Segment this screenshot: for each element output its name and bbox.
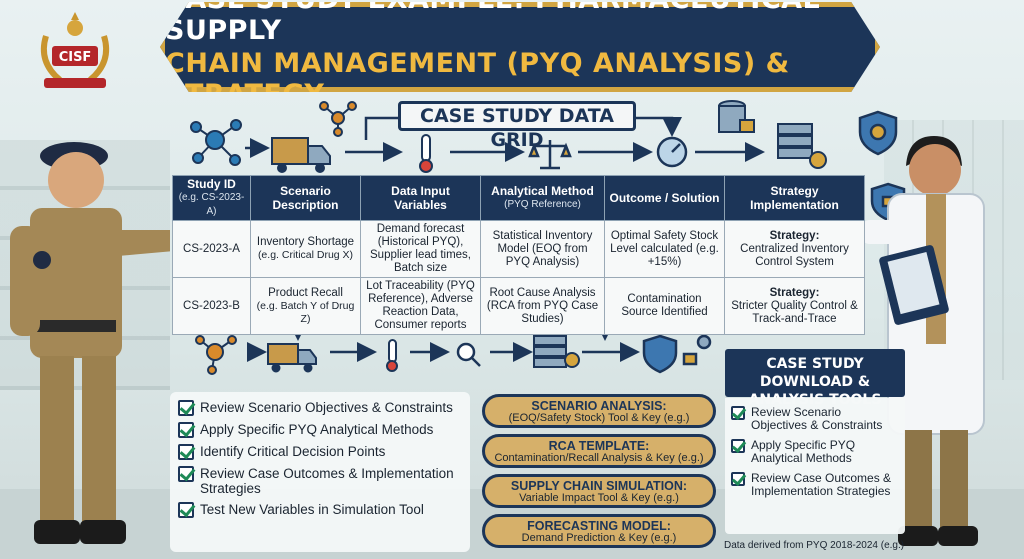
shield-lock-bottom-icon <box>642 334 712 374</box>
scale-balance-icon <box>528 140 572 170</box>
cell-study-id: CS-2023-B <box>172 277 251 335</box>
checkbox-checked-icon[interactable] <box>731 439 745 453</box>
page-title-line2: CHAIN MANAGEMENT (PYQ ANALYSIS) & STRATE… <box>165 48 790 110</box>
col-header-scenario: Scenario Description <box>250 175 361 221</box>
thermometer-bottom-icon <box>386 339 398 372</box>
cell-outcome: Optimal Safety Stock Level calculated (e… <box>604 220 725 278</box>
cell-study-id: CS-2023-A <box>172 220 251 278</box>
network-icon <box>190 119 242 166</box>
server-gear-icon <box>533 335 580 368</box>
download-tools-title: CASE STUDY DOWNLOAD & ANALYSIS TOOLS <box>725 349 905 408</box>
download-item[interactable]: Apply Specific PYQ Analytical Methods <box>731 439 899 465</box>
cell-method: Root Cause Analysis (RCA from PYQ Case S… <box>480 277 605 335</box>
checkbox-checked-icon[interactable] <box>731 472 745 486</box>
col-header-study-id: Study ID(e.g. CS-2023-A) <box>172 175 251 221</box>
magnifier-icon <box>456 342 481 367</box>
cell-strategy: Strategy:Centralized Inventory Control S… <box>724 220 865 278</box>
truck-bottom-icon <box>267 343 317 373</box>
checkbox-checked-icon[interactable] <box>178 466 194 482</box>
cell-scenario: Product Recall(e.g. Batch Y of Drug Z) <box>250 277 361 335</box>
database-lock-icon <box>718 100 755 133</box>
table-row: CS-2023-A Inventory Shortage(e.g. Critic… <box>172 220 865 278</box>
network-bottom-icon <box>195 335 237 375</box>
checklist-item[interactable]: Identify Critical Decision Points <box>178 444 462 460</box>
page-title-line1: CASE STUDY EXAMPLE: PHARMACEUTICAL SUPPL… <box>165 2 820 46</box>
checkbox-checked-icon[interactable] <box>178 400 194 416</box>
forecasting-model-button[interactable]: FORECASTING MODEL:Demand Prediction & Ke… <box>482 514 716 548</box>
cisf-emblem-logo: CISF <box>40 12 110 88</box>
case-study-data-table: Study ID(e.g. CS-2023-A) Scenario Descri… <box>172 175 865 335</box>
server-check-icon <box>777 123 827 169</box>
checkbox-checked-icon[interactable] <box>178 502 194 518</box>
checklist-item[interactable]: Review Case Outcomes & Implementation St… <box>178 466 462 496</box>
cell-strategy: Strategy:Stricter Quality Control & Trac… <box>724 277 865 335</box>
checkbox-checked-icon[interactable] <box>178 422 194 438</box>
supply-chain-simulation-button[interactable]: SUPPLY CHAIN SIMULATION:Variable Impact … <box>482 474 716 508</box>
cell-scenario: Inventory Shortage(e.g. Critical Drug X) <box>250 220 361 278</box>
checklist-item[interactable]: Test New Variables in Simulation Tool <box>178 502 462 518</box>
col-header-inputs: Data Input Variables <box>360 175 481 221</box>
truck-icon <box>271 137 331 173</box>
table-row: CS-2023-B Product Recall(e.g. Batch Y of… <box>172 277 865 335</box>
cisf-officer-illustration <box>10 142 170 544</box>
col-header-strategy: Strategy Implementation <box>724 175 865 221</box>
col-header-method: Analytical Method(PYQ Reference) <box>480 175 605 221</box>
download-item[interactable]: Review Scenario Objectives & Constraints <box>731 406 899 432</box>
title-banner: CASE STUDY EXAMPLE: PHARMACEUTICAL SUPPL… <box>160 2 880 92</box>
table-header-row: Study ID(e.g. CS-2023-A) Scenario Descri… <box>172 175 865 221</box>
download-item[interactable]: Review Case Outcomes & Implementation St… <box>731 472 899 498</box>
col-header-outcome: Outcome / Solution <box>604 175 725 221</box>
analysis-checklist: Review Scenario Objectives & Constraints… <box>170 392 470 552</box>
data-grid-label: CASE STUDY DATA GRID <box>398 101 636 151</box>
cell-outcome: Contamination Source Identified <box>604 277 725 335</box>
network-small-icon <box>319 101 357 137</box>
checkbox-checked-icon[interactable] <box>178 444 194 460</box>
cell-method: Statistical Inventory Model (EOQ from PY… <box>480 220 605 278</box>
rca-template-button[interactable]: RCA TEMPLATE:Contamination/Recall Analys… <box>482 434 716 468</box>
cell-inputs: Demand forecast (Historical PYQ), Suppli… <box>360 220 481 278</box>
checkbox-checked-icon[interactable] <box>731 406 745 420</box>
pharmacist-illustration <box>845 136 985 546</box>
download-tools-panel: Review Scenario Objectives & Constraints… <box>725 398 905 534</box>
checklist-item[interactable]: Apply Specific PYQ Analytical Methods <box>178 422 462 438</box>
cell-inputs: Lot Traceability (PYQ Reference), Advers… <box>360 277 481 335</box>
scenario-analysis-button[interactable]: SCENARIO ANALYSIS:(EOQ/Safety Stock) Too… <box>482 394 716 428</box>
logo-text: CISF <box>59 50 92 65</box>
gauge-icon <box>656 136 688 168</box>
shield-check-icon <box>858 110 898 156</box>
checklist-item[interactable]: Review Scenario Objectives & Constraints <box>178 400 462 416</box>
data-source-footnote: Data derived from PYQ 2018-2024 (e.g.) <box>724 540 905 551</box>
thermometer-icon <box>419 134 433 173</box>
